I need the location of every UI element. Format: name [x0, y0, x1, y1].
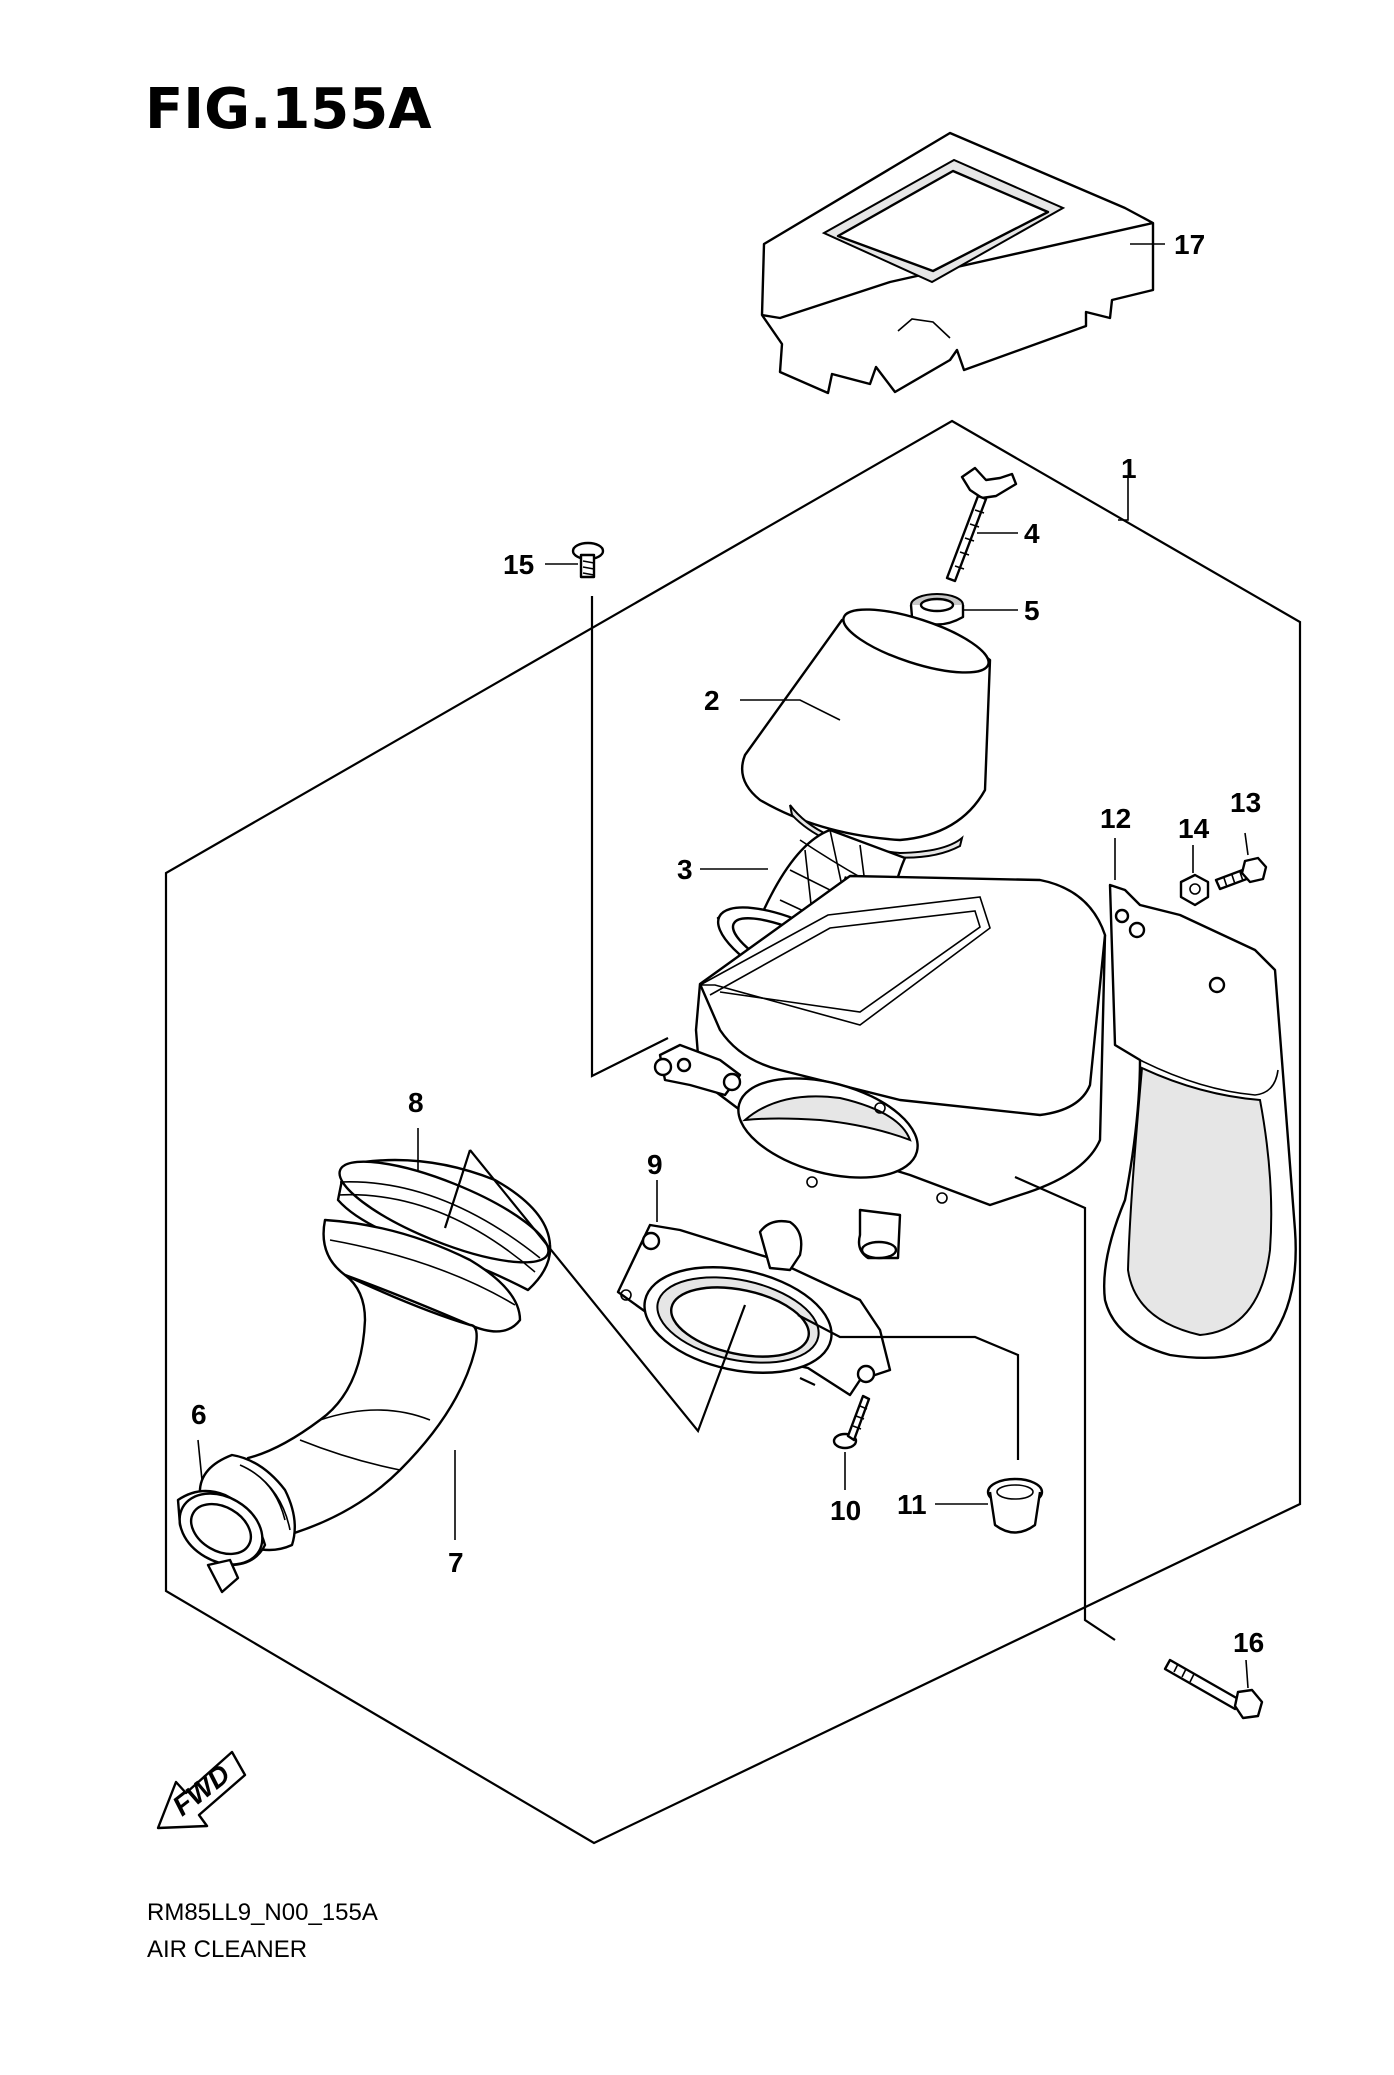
wing-bolt-part[interactable]: [945, 466, 1018, 583]
box-cover-part[interactable]: [760, 131, 1155, 395]
callout-8: 8: [408, 1087, 424, 1118]
callout-11: 11: [897, 1489, 927, 1520]
figure-name: AIR CLEANER: [147, 1936, 307, 1963]
callout-3: 3: [677, 854, 693, 885]
filter-element-part[interactable]: [740, 597, 995, 859]
holder-plate-part[interactable]: [616, 1219, 892, 1397]
callout-6: 6: [191, 1399, 207, 1430]
callout-10: 10: [830, 1495, 861, 1526]
callout-7: 7: [448, 1547, 464, 1578]
assembly-boundary: [164, 419, 1302, 1845]
callout-9: 9: [647, 1149, 663, 1180]
callout-12: 12: [1100, 803, 1131, 834]
screw-15-leader: [590, 596, 669, 1078]
callout-13: 13: [1230, 787, 1261, 818]
callout-17: 17: [1174, 229, 1205, 260]
fwd-arrow-icon: FWD: [156, 1750, 247, 1830]
screw-15-part[interactable]: [571, 541, 605, 579]
long-bolt-part[interactable]: [1163, 1658, 1264, 1720]
figure-code: RM85LL9_N00_155A: [147, 1899, 378, 1926]
clamp-part[interactable]: [167, 1453, 296, 1594]
callout-15: 15: [503, 549, 534, 580]
callout-1: 1: [1121, 453, 1137, 484]
callout-16: 16: [1233, 1627, 1264, 1658]
callout-4: 4: [1024, 518, 1040, 549]
drain-cap-part[interactable]: [986, 1477, 1044, 1534]
nut-part[interactable]: [1179, 873, 1210, 907]
outlet-tube-part[interactable]: [246, 1273, 478, 1542]
screw-10-part[interactable]: [832, 1394, 871, 1450]
joint-indicator-lines: [443, 1149, 747, 1434]
air-cleaner-box-part[interactable]: [653, 874, 1107, 1260]
callout-leaders: [197, 243, 1249, 1689]
callout-5: 5: [1024, 595, 1040, 626]
callout-2: 2: [704, 685, 720, 716]
figure-title: FIG.155A: [145, 77, 432, 142]
callout-14: 14: [1178, 813, 1210, 844]
bolt-13-part[interactable]: [1214, 856, 1268, 891]
drain-cap-leader: [797, 1314, 1020, 1460]
tube-joint-part[interactable]: [322, 1142, 560, 1333]
air-duct-part[interactable]: [1102, 883, 1297, 1360]
bolt-16-leader: [1014, 1175, 1116, 1641]
